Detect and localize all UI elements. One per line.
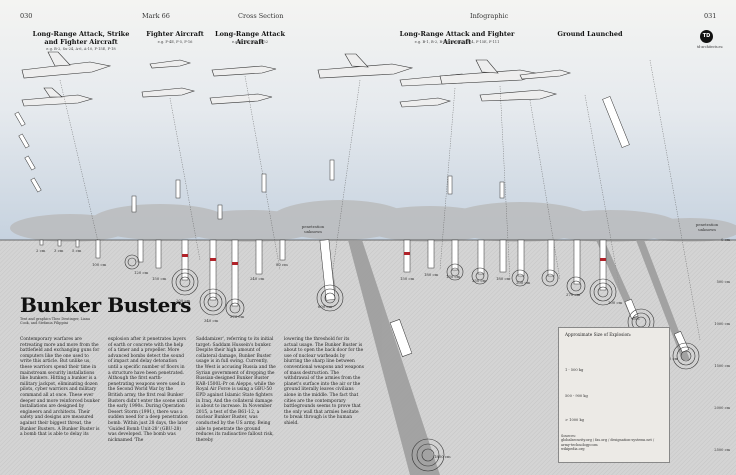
bomb [499,239,507,273]
article-column-3: Saddamizer', referring to its initial ta… [196,337,276,443]
scale-label: 2500 cm [714,448,730,452]
penetration-label-right: penetration unknown [695,222,719,232]
article-column-2: explosion after it penetrates layers of … [108,337,188,443]
bomb [155,239,162,269]
aircraft-group [21,51,572,108]
section-title: Cross Section [238,12,284,20]
depth-label: 200 cm [176,298,191,303]
sources-text: Sources: globalsecurity.org / fas.org / … [561,434,655,451]
bomb [599,239,607,291]
explosion-size-legend: Approximate Size of Explosion: 1 - 500 k… [558,327,670,463]
depth-label: 150 cm [400,276,415,281]
explosion-legend-item: 1 - 500 kg [565,368,584,372]
page-number-left: 030 [20,12,33,20]
bomb [95,239,101,259]
scale-label: 0 cm [721,238,730,242]
aircraft-bomber-5 [317,63,414,79]
bomb [624,298,639,319]
bomb [477,239,485,275]
bomb [209,239,217,301]
bomb [279,239,286,261]
bomb [517,239,525,277]
bombs [39,239,690,357]
category-title-1: Long-Range Attack, Strike and Fighter Ai… [32,30,130,46]
logo-caption: td-architects.eu [697,45,723,49]
bomb [573,239,581,285]
bomb [451,239,459,271]
depth-label: 120 cm [134,270,149,275]
section-label: Mark 66 [142,12,170,20]
depth-label: 2 cm [36,248,46,253]
aircraft-fighter-2 [149,59,192,69]
category-sub-2: e.g. F-4E, F-5, F-16 [157,40,193,44]
depth-label: 3 cm [54,248,64,253]
depth-label: 200 cm [516,280,531,285]
depth-label: 1800 cm [434,454,451,459]
scale-label: 500 cm [716,280,730,284]
deep-shaft [348,240,440,475]
page-number-right: 031 [704,12,717,20]
depth-label: 80 cm [276,262,288,267]
bomb [427,239,435,269]
explosion-legend-title: Approximate Size of Explosion: [565,332,632,337]
explosion-legend-item: 500 - 900 kg [565,394,588,398]
trajectory-lines [59,59,701,341]
category-sub-1: e.g. B-2, Su-24, A-6, A-10, F-15E, F-18 [46,47,116,51]
scale-label: 1000 cm [714,322,730,326]
depth-label: 100 cm [92,262,107,267]
dust-cloud [10,200,736,242]
bomb [547,239,555,277]
explosion-rings [124,254,700,472]
depth-label: 340 cm [204,318,219,323]
depth-label: 150 cm [152,276,167,281]
aircraft-bomber-4 [209,93,273,105]
depth-label: 270 cm [566,292,581,297]
bomb [181,239,189,281]
page-kind: Infographic [470,12,509,20]
article-column-1: Contemporary warfares are retreating mor… [20,337,100,438]
depth-label: 600 cm [318,304,333,309]
aircraft-bomber-2 [21,94,94,107]
bomb [389,319,413,357]
aircraft-bomber-8 [479,89,558,102]
depth-label: 180 cm [496,276,511,281]
warhead-accents [182,252,606,265]
bomb [39,239,44,246]
scale-label: 1500 cm [714,364,730,368]
depth-label: 250 cm [472,278,487,283]
falling-bombs [14,96,630,220]
aircraft-fighter-3 [399,97,452,108]
depth-label: 130 cm [446,274,461,279]
aircraft-fighter-1 [141,87,196,98]
depth-label: 5 cm [72,248,82,253]
aircraft-jet-9 [519,69,572,80]
penetration-label: penetration unknown [301,224,325,234]
bomb [255,239,263,275]
bomb [57,239,62,247]
article-title: Bunker Busters [20,293,191,317]
bomb [137,239,144,263]
category-title-2: Fighter Aircraft [146,30,204,38]
category-title-5: Ground Launched [557,30,623,38]
bomb [75,239,80,248]
td-logo: TD [700,30,713,43]
depth-label: 240 cm [250,276,265,281]
article-credits: Text and graphics Theo Deutinger, Liana … [20,317,91,326]
article-column-4: lowering the threshold for its actual us… [284,337,364,426]
category-title-3: Long-Range Attack Aircraft [215,30,285,46]
explosion-legend-item: > 1000 kg [565,418,584,422]
bomb [231,239,239,307]
depth-label: 370 cm [230,314,245,319]
depth-label: 180 cm [424,272,439,277]
category-title-4: Long-Range Attack and Fighter Aircraft [399,30,515,46]
scale-label: 2000 cm [714,406,730,410]
bomb [403,239,411,273]
category-sub-3: e.g. B-1B, B-2, B-52 [232,40,268,44]
depth-label: 600 cm [664,356,679,361]
aircraft-bomber-1 [21,61,112,79]
category-sub-4: e.g. B-1, B-2, B-52, Su-24, Su-34, F-15E… [414,40,500,44]
depth-label: 300 cm [608,300,623,305]
aircraft-bomber-3 [211,65,277,77]
